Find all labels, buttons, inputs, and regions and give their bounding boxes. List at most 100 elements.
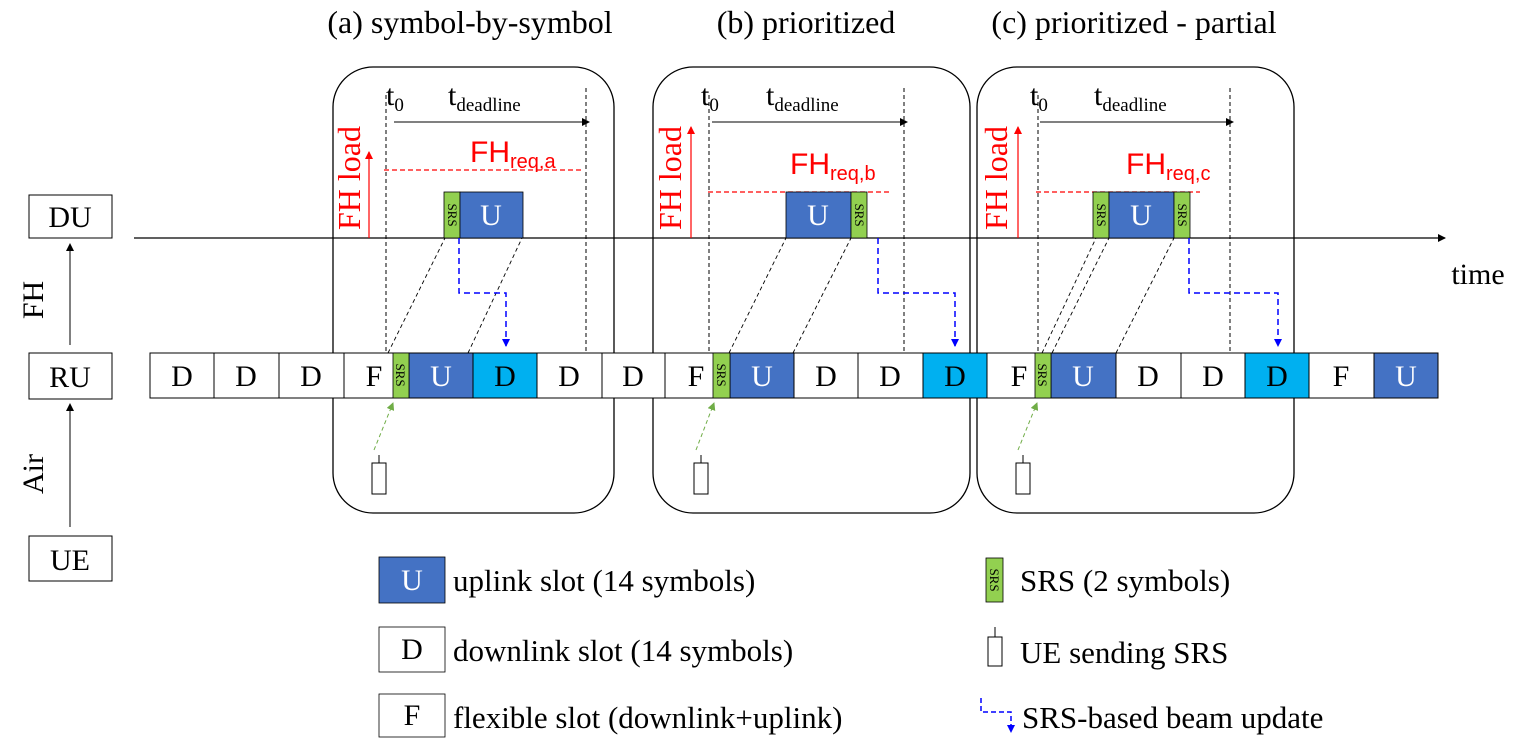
du-srs-label: SRS: [852, 203, 867, 226]
panel-a-content: t0 tdeadline FH load FHreq,a SRS U: [331, 79, 590, 495]
slot-uplink-label: U: [751, 360, 773, 393]
du-uplink-block: [785, 191, 852, 239]
legend-downlink-text: downlink slot (14 symbols): [453, 633, 793, 668]
legend-srs-text: SRS (2 symbols): [1020, 563, 1230, 598]
slot-downlink-label: D: [815, 360, 837, 393]
legend-flexible-swatch: [378, 693, 446, 738]
slot-downlink-updated-label: D: [1266, 360, 1288, 393]
slot-downlink: [278, 352, 345, 399]
time-axis-label: time: [1451, 258, 1504, 291]
panel-b-content: t0 tdeadline FH load FHreq,b U SRS: [652, 79, 959, 495]
slot-uplink-label: U: [1072, 360, 1094, 393]
slot-downlink-label: D: [558, 360, 580, 393]
panel-title-a: (a) symbol-by-symbol: [327, 4, 612, 40]
beam-update-arrow: [458, 238, 510, 347]
fh-req-label: FHreq,a: [470, 136, 556, 173]
t0-label: t0: [1030, 79, 1048, 116]
slot-downlink-label: D: [879, 360, 901, 393]
legend-beam-update-text: SRS-based beam update: [1022, 700, 1323, 735]
legend-flexible-text: flexible slot (downlink+uplink): [453, 700, 842, 735]
du-srs-label: SRS: [1094, 203, 1109, 226]
du-srs-block: [1173, 191, 1191, 239]
slot-uplink: [1373, 352, 1439, 399]
fh-load-label: FH load: [978, 126, 1014, 230]
slot-downlink: [793, 352, 859, 399]
du-srs-label: SRS: [445, 203, 460, 226]
ue-device: [1015, 462, 1031, 495]
slot-downlink-label: D: [622, 360, 644, 393]
legend-downlink-swatch: [378, 626, 446, 673]
panel-title-c: (c) prioritized - partial: [991, 4, 1276, 40]
panel-a-frame: [332, 66, 615, 514]
legend-ue-device-icon: [987, 636, 1003, 667]
slot-downlink-updated-label: D: [944, 360, 966, 393]
ru-srs-label: SRS: [393, 363, 408, 386]
du-uplink-block: [459, 191, 524, 239]
t-deadline-label: tdeadline: [766, 79, 839, 116]
ue-device: [693, 462, 709, 495]
du-uplink-label: U: [807, 199, 829, 232]
srs-send-arrow: [1017, 402, 1039, 451]
air-link-label: Air: [17, 454, 50, 494]
slot-downlink-label: D: [300, 360, 322, 393]
legend-srs-swatch: [985, 557, 1004, 603]
panel-b-frame: [652, 66, 971, 514]
legend-uplink-swatch: [378, 556, 446, 604]
fh-load-label: FH load: [652, 126, 688, 230]
transport-line: [467, 237, 523, 354]
transport-line: [387, 237, 446, 354]
ru-srs-label: SRS: [714, 363, 729, 386]
legend-beam-update-icon: [980, 698, 1015, 733]
ue-box: [28, 535, 113, 582]
du-uplink-label: U: [1130, 199, 1152, 232]
ru-srs-block: [712, 352, 731, 399]
du-box: [28, 194, 113, 239]
slot-downlink-label: D: [171, 360, 193, 393]
slot-downlink-label: D: [1202, 360, 1224, 393]
t0-label: t0: [701, 79, 719, 116]
ru-label: RU: [49, 361, 91, 394]
slot-flexible: [1308, 352, 1375, 399]
transport-line: [792, 237, 852, 354]
slot-downlink-updated: [1244, 352, 1310, 399]
slot-downlink: [213, 352, 280, 399]
du-uplink-label: U: [480, 199, 502, 232]
slot-flexible-label: F: [366, 360, 383, 393]
srs-send-arrow: [373, 402, 395, 451]
transport-line: [728, 237, 787, 354]
t-deadline-label: tdeadline: [1094, 79, 1167, 116]
slot-uplink-label: U: [430, 360, 452, 393]
du-srs-label: SRS: [1175, 203, 1190, 226]
ru-srs-block: [392, 352, 410, 399]
fh-load-label: FH load: [331, 126, 367, 230]
slot-downlink: [857, 352, 924, 399]
transport-line: [1115, 237, 1175, 354]
panel-c-content: t0 tdeadline FH load FHreq,c SRS U SRS: [978, 79, 1282, 495]
slot-downlink-label: D: [1137, 360, 1159, 393]
t0-label: t0: [386, 79, 404, 116]
panel-title-b: (b) prioritized: [717, 4, 896, 40]
slot-downlink: [601, 352, 666, 399]
legend-srs-swatch-label: SRS: [987, 568, 1002, 591]
transport-line: [1041, 237, 1097, 354]
legend-flexible-swatch-label: F: [404, 699, 421, 732]
slot-flexible-label: F: [688, 360, 705, 393]
du-uplink-block: [1108, 191, 1175, 239]
ue-label: UE: [50, 544, 90, 577]
slot-downlink: [1115, 352, 1182, 399]
slot-uplink-label: U: [1395, 360, 1417, 393]
ru-srs-label: SRS: [1035, 363, 1050, 386]
slot-downlink-label: D: [235, 360, 257, 393]
ru-box: [28, 352, 113, 400]
slot-uplink: [1050, 352, 1117, 399]
fh-req-label: FHreq,b: [790, 148, 876, 185]
legend-ue-srs-text: UE sending SRS: [1020, 635, 1228, 670]
slot-downlink: [149, 352, 215, 399]
transport-line: [1051, 237, 1110, 354]
legend-uplink-text: uplink slot (14 symbols): [453, 563, 755, 598]
t-deadline-label: tdeadline: [448, 79, 521, 116]
slot-flexible-label: F: [1333, 360, 1350, 393]
beam-update-arrow: [877, 238, 959, 347]
du-label: DU: [48, 201, 92, 234]
